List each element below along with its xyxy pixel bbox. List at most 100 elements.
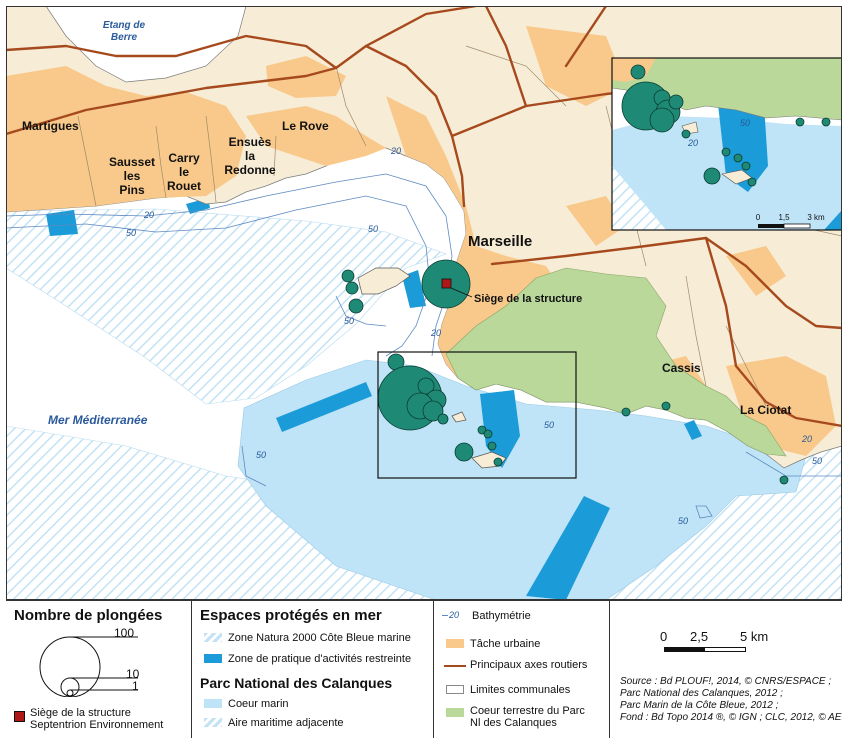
siege-marker bbox=[441, 278, 452, 289]
urban-label: Tâche urbaine bbox=[470, 638, 541, 650]
inset-scale-label: 3 km bbox=[807, 213, 825, 222]
bathymetry-labels: 20 20 50 50 50 20 50 50 50 50 20 bbox=[126, 146, 822, 526]
scale-label: 0 bbox=[660, 629, 668, 644]
label-siege: Siège de la structure bbox=[474, 293, 582, 305]
source-line: Source : Bd PLOUF!, 2014, © CNRS/ESPACE … bbox=[620, 676, 832, 687]
bathymetry-label: 50 bbox=[256, 450, 266, 460]
label-ensues: Ensuès bbox=[229, 135, 272, 149]
place-labels: Etang de Berre Martigues Le Rove Ensuès … bbox=[22, 20, 791, 427]
dive-circle bbox=[747, 177, 757, 187]
terrestrial-swatch bbox=[446, 708, 464, 717]
dive-circle bbox=[483, 429, 493, 439]
dive-circle bbox=[661, 401, 671, 411]
label-sausset: les bbox=[124, 169, 141, 183]
bathymetry-label: 50 bbox=[368, 224, 378, 234]
dive-circle bbox=[348, 298, 364, 314]
legend: Nombre de plongées 100 10 1 Siège de la … bbox=[6, 600, 842, 738]
scale-label: 5 km bbox=[740, 629, 769, 644]
natura-swatch bbox=[204, 633, 222, 642]
communes-label: Limites communales bbox=[470, 684, 571, 696]
adjacent-maritime-area-east bbox=[706, 476, 842, 600]
legend-dives: Nombre de plongées 100 10 1 Siège de la … bbox=[6, 601, 192, 738]
map: Etang de Berre Martigues Le Rove Ensuès … bbox=[6, 6, 842, 600]
scale-bar-white bbox=[704, 647, 746, 652]
bathymetry-label: 20 bbox=[687, 138, 698, 148]
label-cassis: Cassis bbox=[662, 361, 701, 375]
legend-marine-title: Espaces protégés en mer bbox=[200, 607, 382, 624]
park-title: Parc National des Calanques bbox=[200, 675, 393, 691]
dives-value-100: 100 bbox=[114, 626, 135, 640]
etang-de-berre bbox=[46, 6, 246, 82]
legend-base: 20 Bathymétrie Tâche urbaine Principaux … bbox=[434, 601, 610, 738]
bathymetry-label: 20 bbox=[430, 328, 441, 338]
dive-circle bbox=[733, 153, 743, 163]
dive-circle bbox=[487, 441, 497, 451]
label-etang: Berre bbox=[111, 32, 138, 43]
restricted-zone bbox=[402, 270, 426, 308]
label-carry: Carry bbox=[168, 151, 200, 165]
communes-swatch bbox=[446, 685, 464, 694]
adjacent-label: Aire maritime adjacente bbox=[228, 717, 344, 729]
study-area-frame bbox=[377, 351, 577, 479]
dive-circle bbox=[668, 94, 684, 110]
dive-circle bbox=[341, 269, 355, 283]
label-le-rove: Le Rove bbox=[282, 119, 329, 133]
scale-bar-black bbox=[664, 647, 704, 652]
inset-map: 50 20 0 1,5 3 km bbox=[611, 57, 842, 231]
dive-circle bbox=[703, 167, 721, 185]
bathymetry-label: 50 bbox=[344, 316, 354, 326]
main-roads bbox=[6, 6, 842, 428]
park-terrestrial-core bbox=[445, 267, 787, 457]
dive-circle bbox=[493, 457, 503, 467]
label-marseille: Marseille bbox=[468, 233, 532, 250]
dives-value-10: 10 bbox=[126, 667, 140, 681]
restricted-zone bbox=[684, 420, 702, 440]
natura2000-zone bbox=[6, 208, 447, 405]
label-mer: Mer Méditerranée bbox=[48, 413, 148, 427]
legend-dives-title: Nombre de plongées bbox=[14, 607, 163, 624]
bathymetry-num: 20 bbox=[448, 609, 461, 621]
restricted-zone bbox=[276, 382, 372, 432]
bathymetry-label: 50 bbox=[126, 228, 136, 238]
bathymetry-label-text: Bathymétrie bbox=[472, 610, 531, 622]
dive-circle bbox=[437, 413, 449, 425]
label-etang: Etang de bbox=[103, 20, 146, 31]
dive-circle bbox=[477, 425, 487, 435]
dive-circle bbox=[779, 475, 789, 485]
natura-label: Zone Natura 2000 Côte Bleue marine bbox=[228, 632, 411, 644]
bathymetry-label: 20 bbox=[390, 146, 401, 156]
source-line: Parc National des Calanques, 2012 ; bbox=[620, 688, 783, 699]
label-ensues: Redonne bbox=[224, 163, 276, 177]
dive-circle bbox=[345, 281, 359, 295]
restricted-label: Zone de pratique d'activités restreinte bbox=[228, 653, 412, 665]
legend-marine: Espaces protégés en mer Zone Natura 2000… bbox=[192, 601, 434, 738]
siege-leader-line bbox=[450, 287, 473, 298]
restricted-zone bbox=[526, 496, 610, 600]
restricted-swatch bbox=[204, 654, 222, 663]
island-frioul bbox=[357, 267, 411, 295]
restricted-zone bbox=[46, 210, 78, 236]
label-carry: le bbox=[179, 165, 189, 179]
siege-legend-text: Septentrion Environnement bbox=[30, 719, 164, 731]
label-martigues: Martigues bbox=[22, 119, 79, 133]
core-marine-label: Coeur marin bbox=[228, 698, 289, 710]
inset-scale-label: 1,5 bbox=[778, 213, 790, 222]
dive-circle bbox=[649, 107, 675, 133]
dive-circle bbox=[795, 117, 805, 127]
urban-swatch bbox=[446, 639, 464, 648]
dive-circle bbox=[721, 147, 731, 157]
siege-legend-marker bbox=[14, 711, 25, 722]
proportional-circles bbox=[39, 636, 138, 697]
terrestrial-label: Nl des Calanques bbox=[470, 717, 557, 729]
bathymetry-label: 20 bbox=[801, 434, 812, 444]
dives-value-1: 1 bbox=[132, 679, 139, 693]
label-la-ciotat: La Ciotat bbox=[740, 403, 791, 417]
terrestrial-label: Coeur terrestre du Parc bbox=[470, 705, 585, 717]
bathymetry-label: 50 bbox=[544, 420, 554, 430]
dive-circle bbox=[417, 377, 435, 395]
dive-circle bbox=[630, 64, 646, 80]
bathymetry-label: 50 bbox=[678, 516, 688, 526]
adjacent-swatch bbox=[204, 718, 222, 727]
core-marine-swatch bbox=[204, 699, 222, 708]
dive-circle bbox=[621, 407, 631, 417]
